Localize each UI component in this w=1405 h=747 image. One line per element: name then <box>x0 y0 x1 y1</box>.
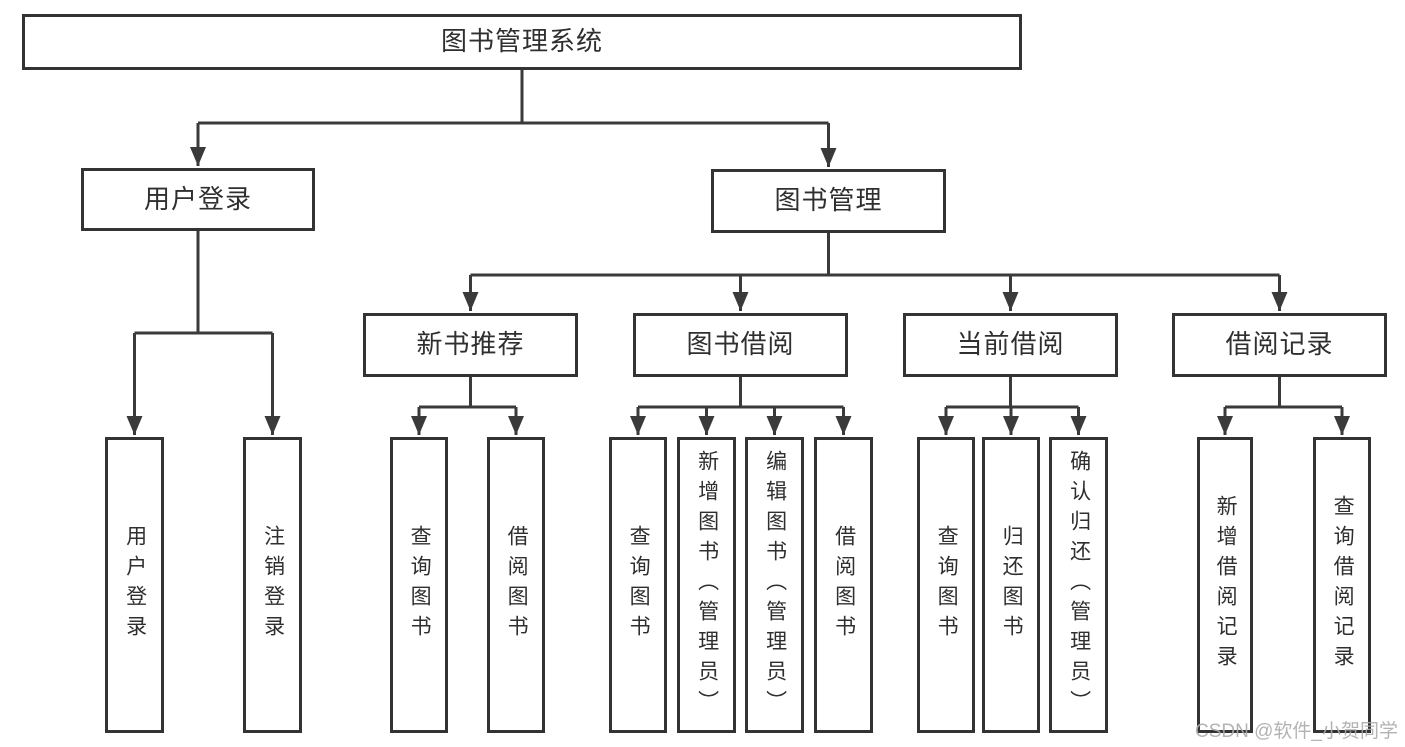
leaf-newbook-query-books: 查询图书 <box>390 437 448 733</box>
leaf-borrow-add-books-admin: 新增图书（管理员） <box>677 437 736 733</box>
connector-root-to-level2 <box>190 70 837 167</box>
leaf-borrow-edit-books-admin: 编辑图书（管理员） <box>745 437 804 733</box>
connector-current-to-leaves <box>938 377 1087 435</box>
leaf-current-return-books: 归还图书 <box>982 437 1040 733</box>
node-new-book-recommend: 新书推荐 <box>363 313 578 377</box>
leaf-borrow-borrow-books: 借阅图书 <box>814 437 873 733</box>
leaf-current-query-books: 查询图书 <box>917 437 975 733</box>
node-user-login: 用户登录 <box>81 168 315 231</box>
leaf-record-query-borrow-record: 查询借阅记录 <box>1313 437 1371 733</box>
csdn-watermark: CSDN @软件_小贺同学 <box>1195 721 1398 742</box>
node-book-management: 图书管理 <box>711 169 946 233</box>
connector-borrow-to-leaves <box>630 377 852 435</box>
node-borrow-record: 借阅记录 <box>1172 313 1387 377</box>
leaf-newbook-borrow-books: 借阅图书 <box>487 437 545 733</box>
node-current-borrow: 当前借阅 <box>903 313 1118 377</box>
leaf-current-confirm-return-admin: 确认归还（管理员） <box>1049 437 1108 733</box>
connector-newbook-to-leaves <box>411 377 524 435</box>
connector-record-to-leaves <box>1217 377 1350 435</box>
connector-manage-to-level3 <box>462 233 1288 311</box>
leaf-user-login: 用户登录 <box>105 437 164 733</box>
leaf-borrow-query-books: 查询图书 <box>609 437 667 733</box>
node-book-borrow: 图书借阅 <box>633 313 848 377</box>
leaf-logout-login: 注销登录 <box>243 437 302 733</box>
leaf-record-add-borrow-record: 新增借阅记录 <box>1197 437 1253 733</box>
connector-login-to-leaves <box>126 231 281 435</box>
node-library-management-system: 图书管理系统 <box>22 14 1022 70</box>
